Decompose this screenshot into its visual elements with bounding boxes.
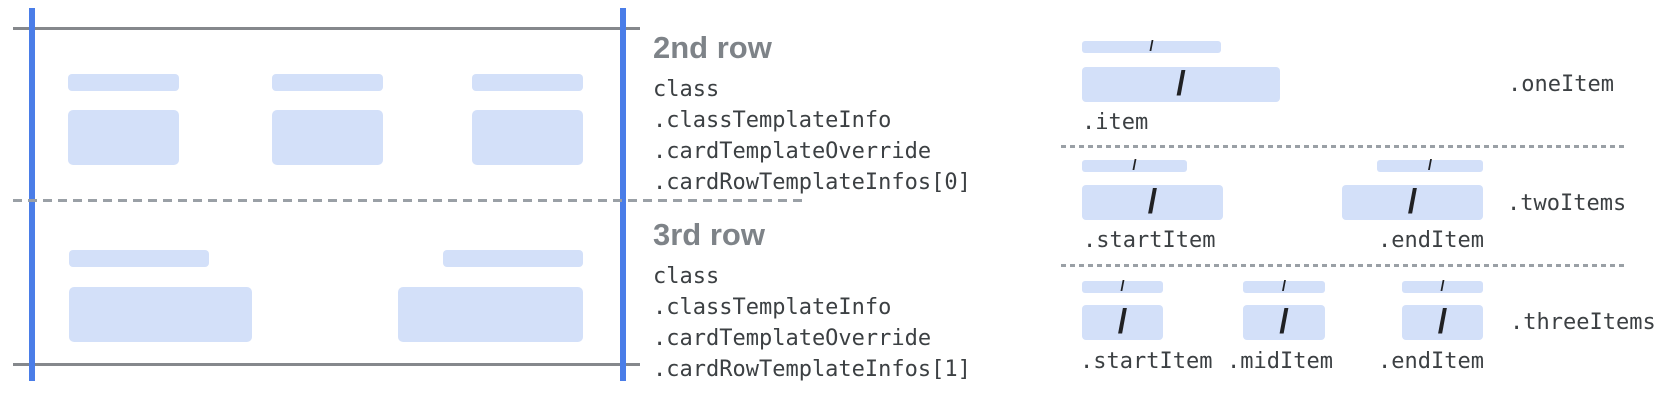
slash-glyph: / [1176, 65, 1186, 103]
field-label-placeholder [472, 74, 583, 91]
row-spec-second: 2nd row class .classTemplateInfo .cardTe… [653, 31, 1073, 198]
field-value-placeholder [472, 110, 583, 165]
row-divider-dashed-line [13, 199, 805, 202]
layout-separator-dashed-line [1061, 145, 1628, 148]
layout-name-label: .threeItems [1510, 310, 1656, 335]
slash-glyph: / [1132, 157, 1137, 174]
code-path-line: .cardTemplateOverride [653, 326, 932, 351]
item-value-bar: / [1402, 305, 1483, 340]
slash-glyph: / [1440, 278, 1445, 295]
item-value-bar: / [1082, 305, 1163, 340]
layout-separator-dashed-line [1061, 264, 1628, 267]
field-label-placeholder [272, 74, 383, 91]
field-label-placeholder [68, 74, 179, 91]
code-path-line: .cardRowTemplateInfos[1] [653, 357, 971, 382]
slash-glyph: / [1117, 303, 1128, 341]
wireframe-bottom-line [13, 363, 640, 366]
field-value-placeholder [69, 287, 252, 342]
code-path-line: .classTemplateInfo [653, 295, 892, 320]
field-value-placeholder [272, 110, 383, 165]
item-value-bar: / [1243, 305, 1325, 340]
item-path-label: .endItem [1378, 349, 1484, 374]
slash-glyph: / [1437, 303, 1448, 341]
slash-glyph: / [1407, 183, 1418, 221]
field-value-placeholder [398, 287, 583, 342]
layout-name-label: .twoItems [1507, 191, 1627, 216]
wireframe-top-line [13, 27, 640, 30]
slash-glyph: / [1427, 157, 1433, 174]
slash-glyph: / [1120, 278, 1125, 295]
slash-glyph: / [1281, 278, 1287, 295]
item-path-label: .startItem [1080, 349, 1213, 374]
code-path-line: class [653, 264, 720, 289]
item-label-bar: / [1082, 157, 1187, 174]
item-path-label: .midItem [1227, 349, 1333, 374]
item-path-label: .item [1082, 110, 1149, 135]
field-label-placeholder [69, 250, 209, 267]
field-label-placeholder [443, 250, 583, 267]
slash-glyph: / [1147, 183, 1158, 221]
item-label-bar: / [1377, 157, 1483, 174]
code-path-line: .cardTemplateOverride [653, 139, 932, 164]
item-value-bar: / [1082, 185, 1223, 220]
row-heading: 3rd row [653, 217, 765, 252]
item-label-bar: / [1243, 278, 1325, 295]
wireframe-left-guide [29, 8, 35, 381]
item-label-bar: / [1082, 278, 1163, 295]
code-path-line: .cardRowTemplateInfos[0] [653, 170, 971, 195]
field-value-placeholder [68, 110, 179, 165]
slash-glyph: / [1149, 38, 1154, 55]
item-path-label: .endItem [1378, 228, 1484, 253]
layout-name-label: .oneItem [1508, 72, 1614, 97]
row-heading: 2nd row [653, 30, 772, 65]
code-path-line: .classTemplateInfo [653, 108, 892, 133]
row-spec-third: 3rd row class .classTemplateInfo .cardTe… [653, 218, 1073, 385]
item-label-bar: / [1082, 38, 1221, 55]
item-value-bar: / [1082, 67, 1280, 102]
item-path-label: .startItem [1083, 228, 1216, 253]
code-path-line: class [653, 77, 720, 102]
item-value-bar: / [1342, 185, 1483, 220]
wireframe-right-guide [620, 8, 626, 381]
slash-glyph: / [1279, 303, 1289, 341]
item-label-bar: / [1402, 278, 1483, 295]
